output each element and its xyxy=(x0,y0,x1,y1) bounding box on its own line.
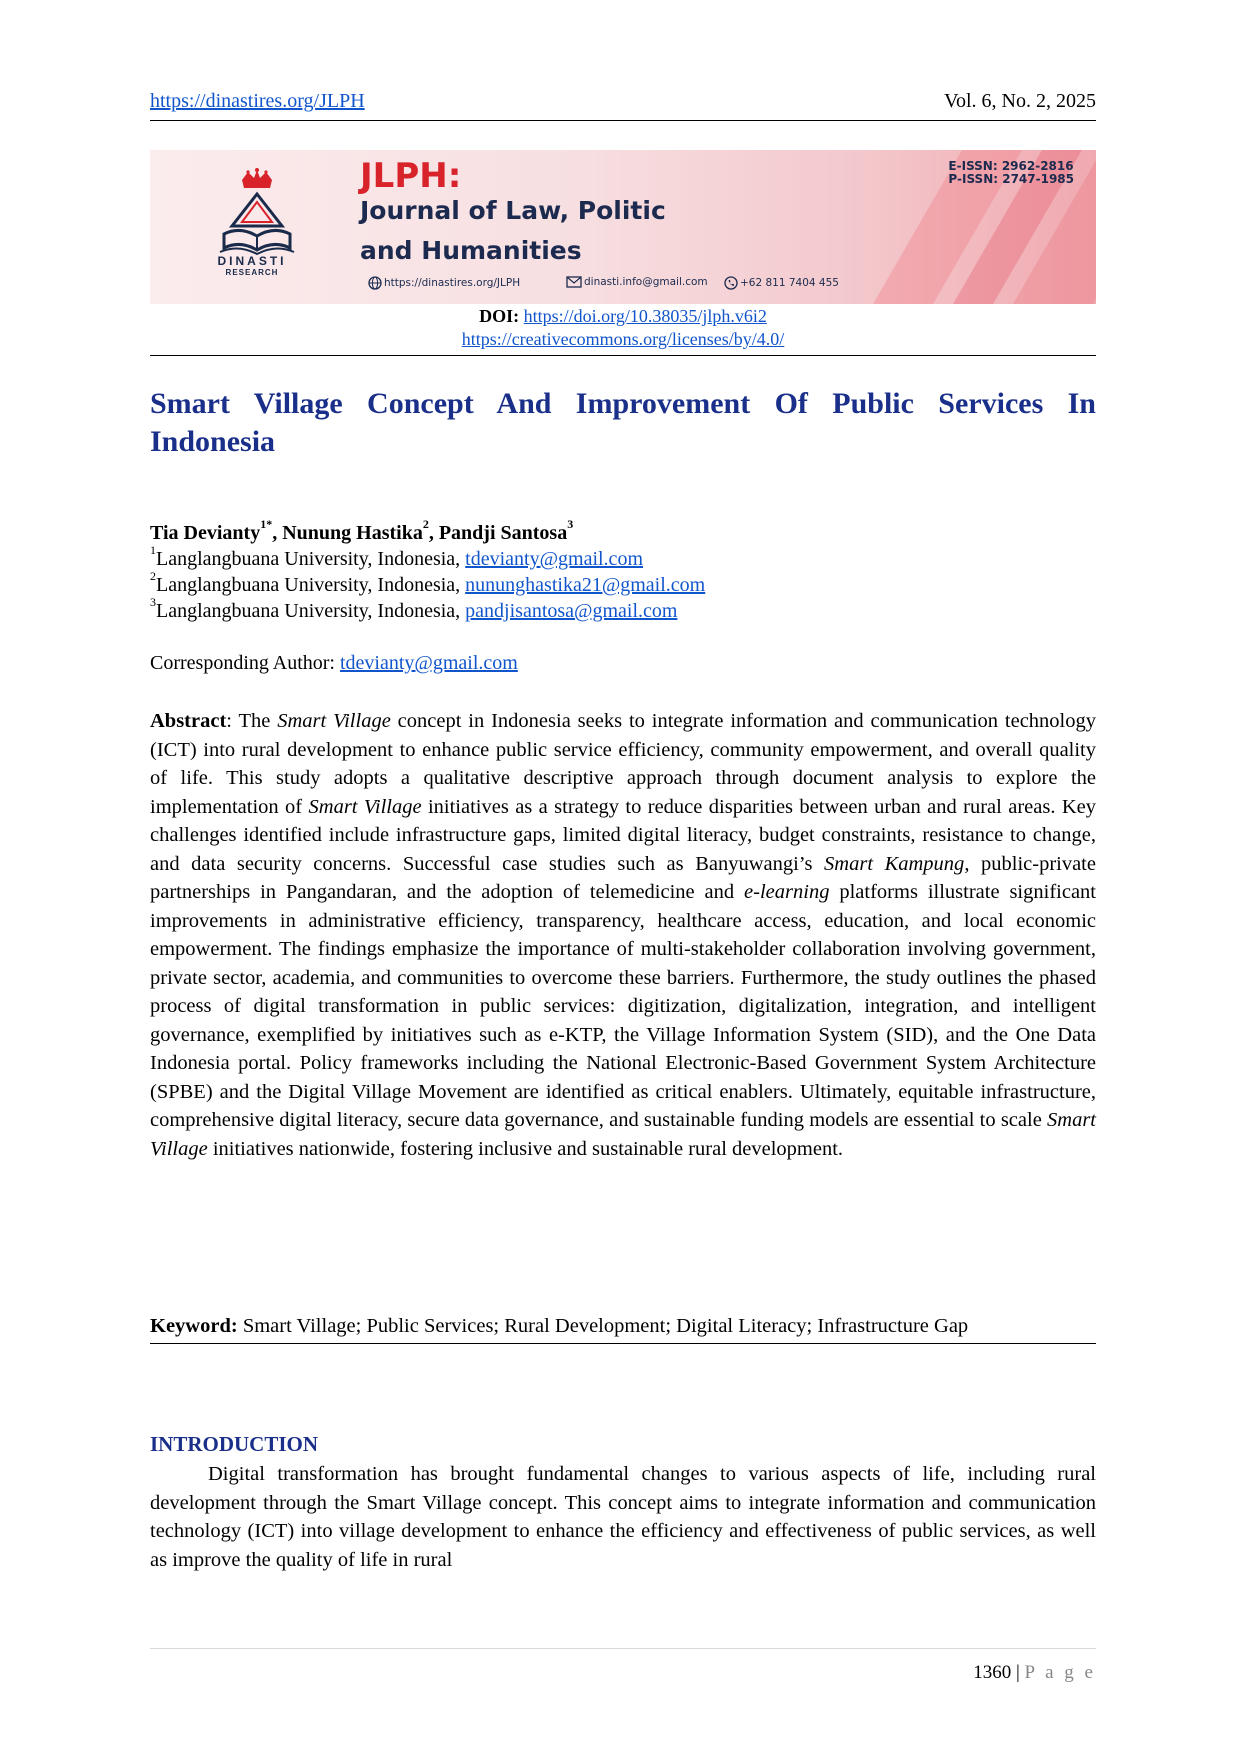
running-header: https://dinastires.org/JLPH Vol. 6, No. … xyxy=(150,88,1096,121)
title-line1: Smart Village Concept And Improvement Of… xyxy=(150,387,1096,420)
corresponding-label: Corresponding Author: xyxy=(150,652,340,674)
abstract-italic: Smart Village xyxy=(150,1109,1096,1160)
author-2-sup: 2 xyxy=(422,517,429,531)
abstract-text: platforms illustrate significant improve… xyxy=(150,881,1096,1131)
logo-name: DINASTI xyxy=(217,254,287,268)
phone-contact: +62 811 7404 455 xyxy=(724,276,839,290)
phone-text: +62 811 7404 455 xyxy=(740,277,839,289)
email-contact: dinasti.info@gmail.com xyxy=(566,276,708,288)
logo-sub: RESEARCH xyxy=(225,268,279,277)
page-footer: 1360 | P a g e xyxy=(973,1662,1096,1684)
authors-block: Tia Devianty1*, Nunung Hastika2, Pandji … xyxy=(150,517,1096,624)
affiliation-email-link[interactable]: pandjisantosa@gmail.com xyxy=(465,600,678,622)
abstract-text: : The xyxy=(226,710,278,732)
affiliation-text: Langlangbuana University, Indonesia, xyxy=(156,600,466,622)
author-3-sup: 3 xyxy=(567,517,574,531)
keywords-label: Keyword: xyxy=(150,1315,238,1337)
journal-name-line1: Journal of Law, Politic xyxy=(360,196,666,225)
dinasti-logo-icon xyxy=(219,168,295,256)
affiliation-email-link[interactable]: nununghastika21@gmail.com xyxy=(465,574,706,596)
author-1: Tia Devianty xyxy=(150,522,261,544)
affiliation-1: 1Langlangbuana University, Indonesia, td… xyxy=(150,543,1096,572)
title-line2: Indonesia xyxy=(150,425,276,458)
abstract-text: , public-private partnerships in Pangand… xyxy=(150,852,1096,904)
article-title: Smart Village Concept And Improvement Of… xyxy=(150,385,1096,461)
author-3: Pandji Santosa xyxy=(438,522,568,544)
abstract-text: concept in Indonesia seeks to integrate … xyxy=(150,710,1096,818)
abstract-text: initiatives nationwide, fostering inclus… xyxy=(207,1137,844,1160)
journal-url-link[interactable]: https://dinastires.org/JLPH xyxy=(150,90,365,112)
issn-block: E-ISSN: 2962-2816 P-ISSN: 2747-1985 xyxy=(948,160,1074,186)
email-text: dinasti.info@gmail.com xyxy=(584,276,708,288)
keywords-text: Smart Village; Public Services; Rural De… xyxy=(237,1315,969,1337)
abstract-italic: Smart Village xyxy=(308,795,422,818)
page-number: 1360 xyxy=(973,1662,1012,1683)
corresponding-author: Corresponding Author: tdevianty@gmail.co… xyxy=(150,652,518,675)
footer-divider xyxy=(150,1648,1096,1649)
globe-icon xyxy=(368,276,382,290)
introduction-heading: INTRODUCTION xyxy=(150,1432,319,1456)
abstract-italic: e-learning xyxy=(744,881,830,903)
license-link[interactable]: https://creativecommons.org/licenses/by/… xyxy=(461,329,785,349)
affiliation-2: 2Langlangbuana University, Indonesia, nu… xyxy=(150,569,1096,598)
pissn: P-ISSN: 2747-1985 xyxy=(948,172,1074,186)
abstract-italic: Smart Kampung xyxy=(824,852,965,875)
doi-link[interactable]: https://doi.org/10.38035/jlph.v6i2 xyxy=(523,306,767,326)
logo-text: DINASTI RESEARCH xyxy=(192,254,312,277)
website-contact: https://dinastires.org/JLPH xyxy=(368,276,520,290)
doi-label: DOI: xyxy=(479,306,520,326)
journal-banner: DINASTI RESEARCH JLPH: Journal of Law, P… xyxy=(150,150,1096,304)
author-1-sup: 1* xyxy=(260,517,273,531)
affiliation-sup: 2 xyxy=(150,569,156,583)
affiliation-email-link[interactable]: tdevianty@gmail.com xyxy=(465,548,643,570)
abstract-label: Abstract xyxy=(150,710,227,732)
abstract-italic: Smart Village xyxy=(277,710,391,732)
phone-icon xyxy=(724,276,738,290)
website-text: https://dinastires.org/JLPH xyxy=(384,277,521,289)
page-label: P a g e xyxy=(1024,1662,1096,1683)
footer-separator: | xyxy=(1011,1662,1025,1683)
journal-name-line2: and Humanities xyxy=(360,236,582,265)
volume-info: Vol. 6, No. 2, 2025 xyxy=(944,90,1096,112)
abstract: Abstract: The Smart Village concept in I… xyxy=(150,707,1096,1163)
author-2: Nunung Hastika xyxy=(282,522,423,544)
keywords: Keyword: Smart Village; Public Services;… xyxy=(150,1312,1096,1344)
mail-icon xyxy=(566,276,582,288)
eissn: E-ISSN: 2962-2816 xyxy=(948,159,1074,173)
affiliation-text: Langlangbuana University, Indonesia, xyxy=(156,548,466,570)
affiliation-sup: 1 xyxy=(150,543,156,557)
affiliation-3: 3Langlangbuana University, Indonesia, pa… xyxy=(150,595,1096,624)
doi-block: DOI: https://doi.org/10.38035/jlph.v6i2 … xyxy=(150,305,1096,356)
introduction-text: Digital transformation has brought funda… xyxy=(150,1463,1096,1571)
affiliation-text: Langlangbuana University, Indonesia, xyxy=(156,574,466,596)
journal-abbrev: JLPH: xyxy=(360,156,462,196)
author-names: Tia Devianty1*, Nunung Hastika2, Pandji … xyxy=(150,517,574,544)
abstract-text: initiatives as a strategy to reduce disp… xyxy=(150,795,1096,875)
affiliation-sup: 3 xyxy=(150,595,156,609)
corresponding-email-link[interactable]: tdevianty@gmail.com xyxy=(340,652,518,674)
